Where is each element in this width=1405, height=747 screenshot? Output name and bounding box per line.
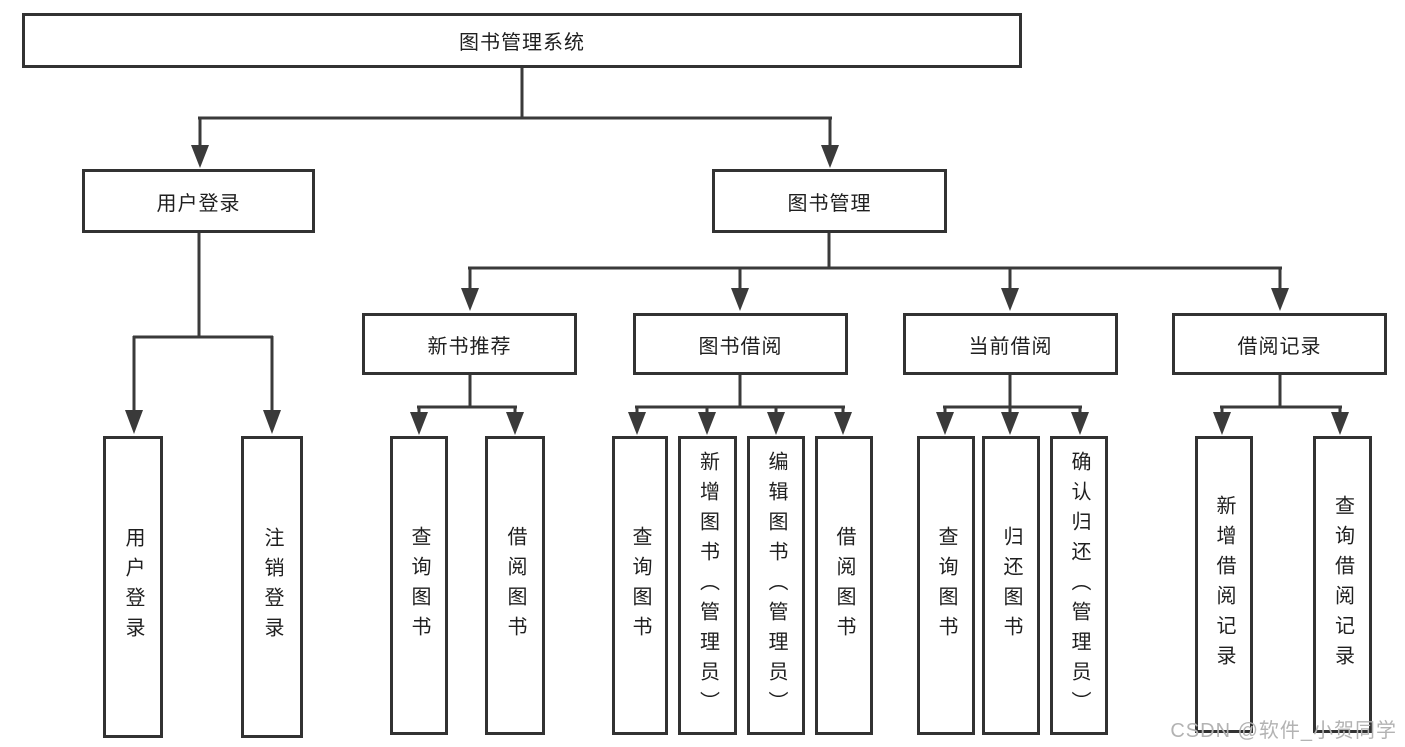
leaf-query-books-borrow: 查询图书: [612, 436, 668, 735]
connector-current-borrow-children: [936, 375, 1089, 435]
node-book-management-label: 图书管理: [787, 192, 872, 215]
node-borrow-records-label: 借阅记录: [1237, 335, 1322, 358]
csdn-watermark: CSDN @软件_小贺同学: [1170, 720, 1397, 742]
leaf-borrow-books-label: 借阅图书: [833, 525, 855, 646]
leaf-return-books: 归还图书: [982, 436, 1040, 735]
leaf-add-borrow-record-label: 新增借阅记录: [1213, 494, 1235, 675]
connector-borrow-records-children: [1213, 375, 1349, 435]
node-borrow-records: 借阅记录: [1172, 313, 1387, 375]
leaf-borrow-books-recommend-label: 借阅图书: [504, 525, 526, 646]
node-root-label: 图书管理系统: [459, 32, 585, 54]
leaf-query-borrow-record-label: 查询借阅记录: [1331, 494, 1354, 675]
node-root: 图书管理系统: [22, 13, 1022, 68]
leaf-logout: 注销登录: [241, 436, 303, 738]
connector-book-borrow-children: [628, 375, 852, 435]
node-book-management: 图书管理: [712, 169, 947, 233]
connector-user-login-children: [125, 233, 281, 434]
node-current-borrow: 当前借阅: [903, 313, 1118, 375]
node-user-login-label: 用户登录: [156, 192, 241, 215]
leaf-add-books-admin-label: 新增图书（管理员）: [696, 450, 719, 721]
leaf-query-books-recommend: 查询图书: [390, 436, 448, 735]
leaf-query-borrow-record: 查询借阅记录: [1313, 436, 1372, 733]
leaf-query-books-current: 查询图书: [917, 436, 975, 735]
leaf-borrow-books: 借阅图书: [815, 436, 873, 735]
leaf-query-books-current-label: 查询图书: [935, 525, 957, 646]
leaf-edit-books-admin-label: 编辑图书（管理员）: [765, 450, 787, 721]
node-current-borrow-label: 当前借阅: [968, 335, 1053, 358]
leaf-add-borrow-record: 新增借阅记录: [1195, 436, 1253, 733]
leaf-edit-books-admin: 编辑图书（管理员）: [747, 436, 805, 735]
node-new-book-recommend-label: 新书推荐: [427, 335, 512, 358]
leaf-confirm-return-admin: 确认归还（管理员）: [1050, 436, 1108, 735]
node-book-borrow: 图书借阅: [633, 313, 848, 375]
leaf-query-books-recommend-label: 查询图书: [408, 525, 430, 646]
connector-new-book-recommend-children: [410, 375, 524, 435]
connector-book-management-children: [461, 233, 1289, 311]
leaf-add-books-admin: 新增图书（管理员）: [678, 436, 737, 735]
node-book-borrow-label: 图书借阅: [698, 335, 783, 358]
leaf-confirm-return-admin-label: 确认归还（管理员）: [1068, 450, 1090, 721]
leaf-user-login-label: 用户登录: [122, 527, 144, 647]
connector-root-to-level2: [191, 68, 839, 168]
leaf-query-books-borrow-label: 查询图书: [629, 525, 651, 646]
leaf-logout-label: 注销登录: [261, 527, 283, 647]
node-user-login: 用户登录: [82, 169, 315, 233]
leaf-user-login: 用户登录: [103, 436, 163, 738]
leaf-return-books-label: 归还图书: [1000, 525, 1022, 646]
leaf-borrow-books-recommend: 借阅图书: [485, 436, 545, 735]
node-new-book-recommend: 新书推荐: [362, 313, 577, 375]
